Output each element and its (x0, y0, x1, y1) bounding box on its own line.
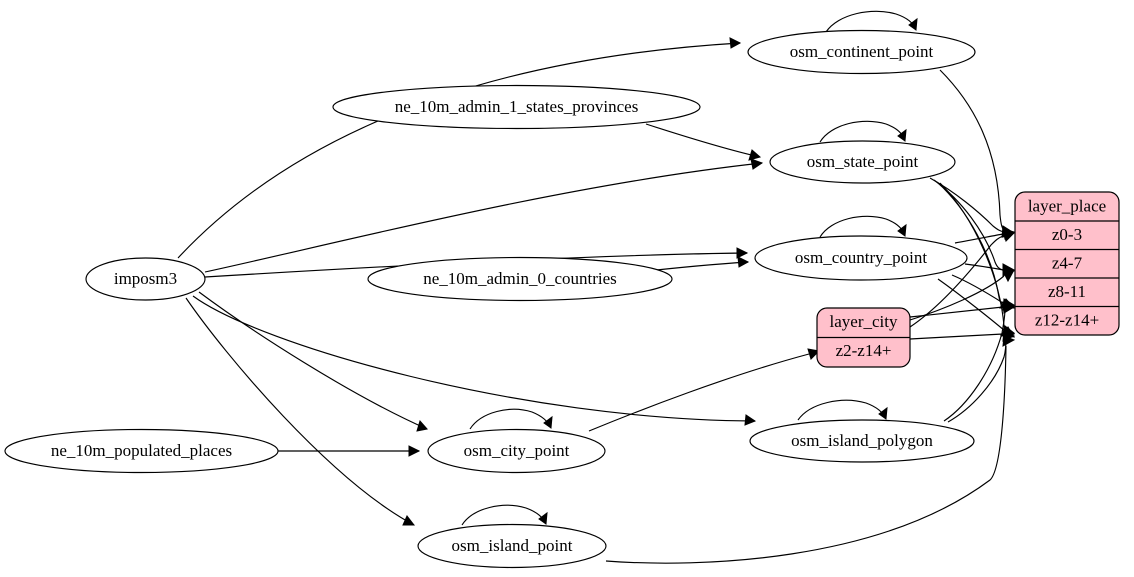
node-osm-state-point[interactable]: osm_state_point (769, 140, 956, 184)
layer-place-title: layer_place (1028, 196, 1106, 215)
edge-layer-city-to-layer-place-z12-z14 (909, 328, 1016, 340)
edge-osm-island-point-self-loop (461, 504, 548, 526)
node-ne-10m-admin-1-states-provinces[interactable]: ne_10m_admin_1_states_provinces (332, 84, 701, 130)
edge-osm-island-point-to-layer-place-z12-z14 (605, 335, 1016, 564)
node-osm-country-point-label: osm_country_point (795, 248, 927, 267)
node-layer-city[interactable]: layer_city z2-z14+ (816, 307, 911, 368)
node-imposm3-label: imposm3 (114, 269, 177, 288)
node-imposm3[interactable]: imposm3 (85, 257, 206, 301)
edge-ne-states-to-osm-state-point (645, 123, 762, 161)
layer-place-row-z4-7[interactable]: z4-7 (1052, 253, 1083, 272)
node-osm-island-point-label: osm_island_point (452, 536, 573, 555)
node-ne-places-label: ne_10m_populated_places (51, 441, 232, 460)
edge-imposm3-to-osm-island-polygon (192, 295, 757, 426)
edge-osm-continent-point-self-loop (825, 10, 918, 33)
node-osm-city-point[interactable]: osm_city_point (427, 428, 606, 474)
node-ne-states-label: ne_10m_admin_1_states_provinces (395, 97, 639, 116)
edge-osm-country-point-self-loop (819, 215, 907, 238)
node-layer-place[interactable]: layer_place z0-3 z4-7 z8-11 z12-z14+ (1014, 191, 1120, 336)
node-osm-country-point[interactable]: osm_country_point (754, 235, 968, 281)
edge-imposm3-to-osm-city-point (198, 291, 428, 432)
node-osm-island-polygon[interactable]: osm_island_polygon (749, 419, 975, 463)
edge-layer-city-to-layer-place-z8-11 (909, 301, 1016, 318)
node-osm-continent-point-label: osm_continent_point (790, 42, 934, 61)
node-osm-continent-point[interactable]: osm_continent_point (747, 29, 976, 75)
node-ne-10m-admin-0-countries[interactable]: ne_10m_admin_0_countries (367, 256, 673, 302)
layer-city-row-z2-z14[interactable]: z2-z14+ (836, 341, 892, 360)
layer-place-row-z8-11[interactable]: z8-11 (1048, 282, 1086, 301)
edge-osm-city-point-self-loop (469, 408, 553, 430)
edge-imposm3-to-osm-continent-point (177, 37, 742, 259)
edge-osm-city-point-to-layer-city (588, 348, 821, 432)
node-ne-10m-populated-places[interactable]: ne_10m_populated_places (4, 428, 279, 474)
layer-place-row-z0-3[interactable]: z0-3 (1052, 225, 1082, 244)
layer-place-row-z12-z14[interactable]: z12-z14+ (1035, 310, 1099, 329)
node-osm-state-point-label: osm_state_point (807, 152, 919, 171)
edge-osm-state-point-self-loop (819, 120, 907, 143)
edge-osm-island-polygon-self-loop (797, 399, 888, 421)
edge-osm-continent-point-to-layer-place-z0-3 (939, 69, 1016, 238)
edge-imposm3-to-osm-state-point (204, 158, 764, 273)
node-osm-island-point[interactable]: osm_island_point (417, 523, 607, 569)
node-ne-countries-label: ne_10m_admin_0_countries (423, 269, 617, 288)
edges-layer (177, 10, 1016, 564)
layer-city-title: layer_city (830, 312, 898, 331)
layer-place-box (1014, 191, 1120, 336)
node-osm-city-point-label: osm_city_point (464, 441, 570, 460)
edge-layer-city-to-layer-place-z0-3 (909, 230, 1016, 328)
edge-osm-island-polygon-to-layer-place-z8-11 (943, 302, 1016, 422)
edge-imposm3-to-osm-island-point (185, 297, 416, 526)
node-osm-island-polygon-label: osm_island_polygon (791, 431, 933, 450)
nodes-layer: imposm3 ne_10m_admin_1_states_provinces … (4, 29, 976, 569)
